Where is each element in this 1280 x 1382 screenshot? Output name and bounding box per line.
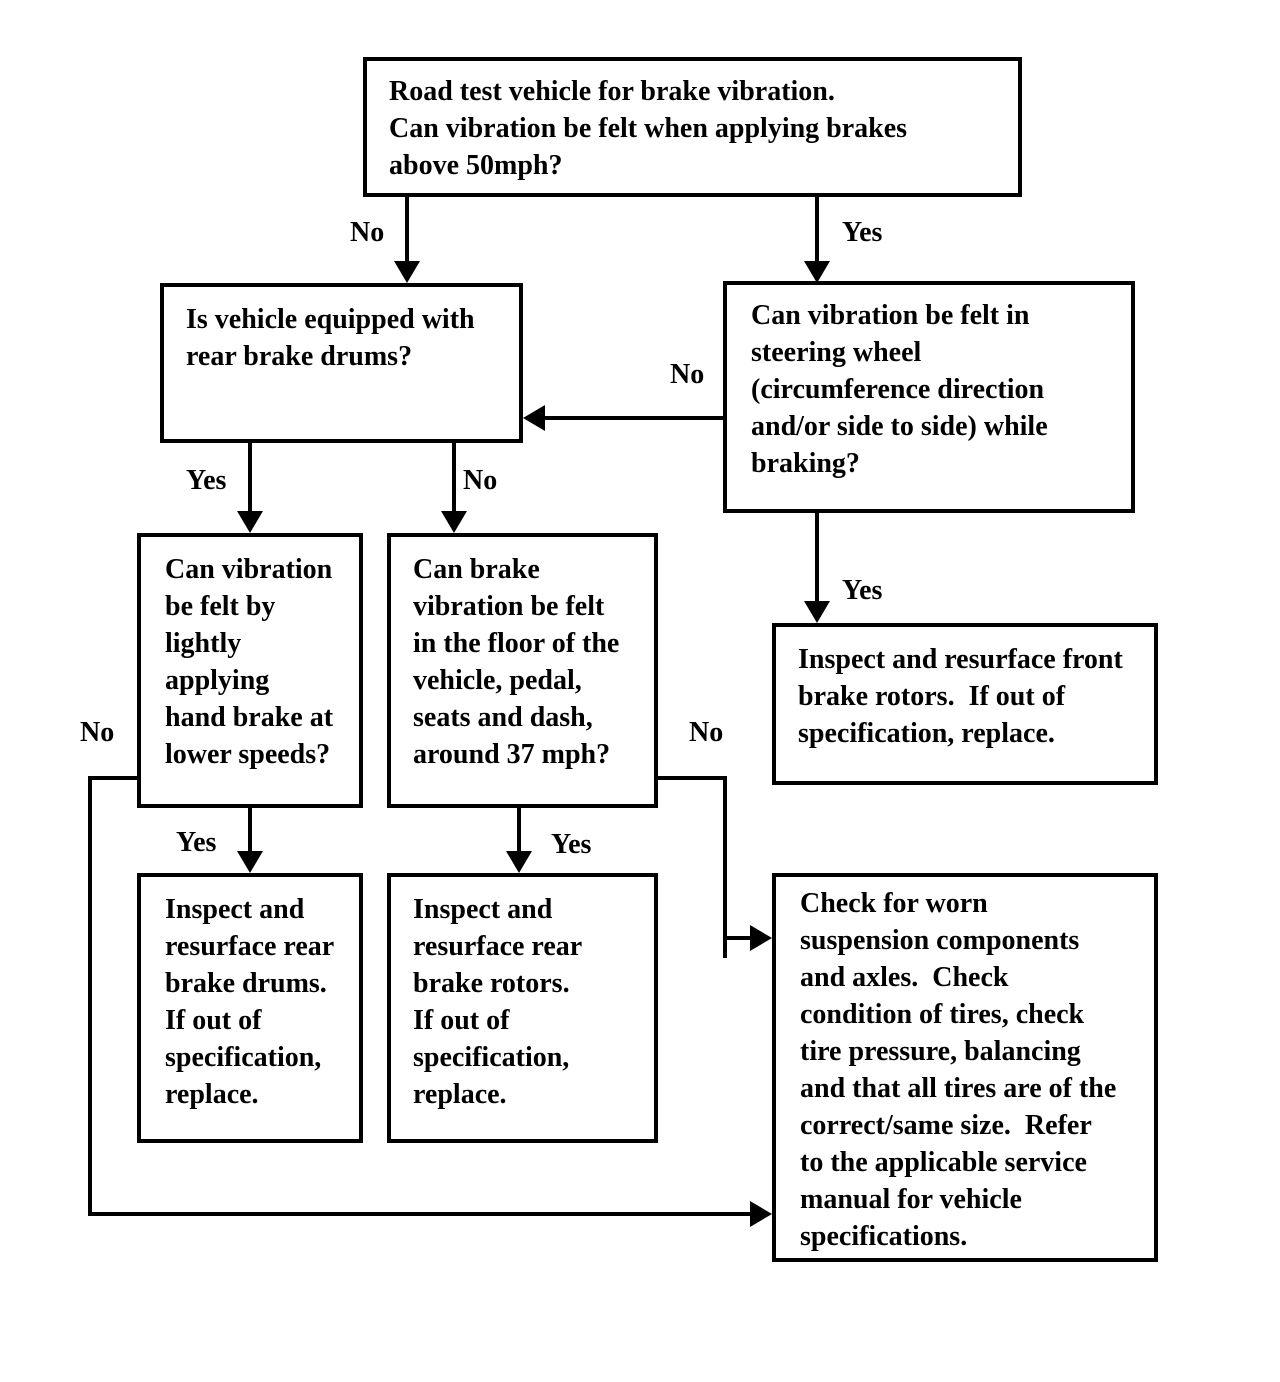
edge-floor-yes-arrowhead (506, 851, 532, 873)
node-steering-wheel-question: Can vibration be felt in steering wheel … (723, 281, 1135, 513)
edge-road-no-label: No (350, 217, 385, 248)
edge-drums-no-arrowhead (441, 511, 467, 533)
edge-handbrake-yes-line (248, 806, 252, 853)
node-suspension-check-action: Check for worn suspension components and… (772, 873, 1158, 1262)
edge-steering-yes-line (815, 511, 819, 603)
edge-drums-yes-line (248, 441, 252, 513)
node-rear-drums-question: Is vehicle equipped with rear brake drum… (160, 283, 523, 443)
edge-steering-no-arrowhead (523, 405, 545, 431)
edge-handbrake-no-arrowhead (750, 1201, 772, 1227)
edge-floor-yes-line (517, 806, 521, 853)
edge-road-no-arrowhead (394, 261, 420, 283)
node-floor-vibration-question: Can brake vibration be felt in the floor… (387, 533, 658, 808)
edge-road-yes-label: Yes (842, 217, 883, 248)
edge-handbrake-no-label: No (80, 717, 115, 748)
edge-road-yes-line (815, 195, 819, 263)
edge-floor-no-arrowhead (750, 925, 772, 951)
edge-floor-no-line-in (723, 936, 754, 940)
edge-floor-no-line-exit (656, 776, 727, 780)
edge-drums-yes-arrowhead (237, 511, 263, 533)
edge-floor-no-label: No (689, 717, 724, 748)
edge-handbrake-no-line-down (88, 776, 92, 1216)
edge-handbrake-yes-arrowhead (237, 851, 263, 873)
node-road-test: Road test vehicle for brake vibration. C… (363, 57, 1022, 197)
edge-floor-yes-label: Yes (551, 829, 592, 860)
edge-road-no-line (405, 195, 409, 263)
edge-steering-yes-label: Yes (842, 575, 883, 606)
node-rear-drums-action: Inspect and resurface rear brake drums. … (137, 873, 363, 1143)
edge-road-yes-arrowhead (804, 261, 830, 283)
node-front-rotors-action: Inspect and resurface front brake rotors… (772, 623, 1158, 785)
edge-handbrake-no-line-exit (88, 776, 139, 780)
edge-drums-no-label: No (463, 465, 498, 496)
edge-floor-no-line-down (723, 776, 727, 958)
edge-steering-no-line (540, 416, 725, 420)
edge-steering-no-label: No (670, 359, 705, 390)
node-hand-brake-question: Can vibration be felt by lightly applyin… (137, 533, 363, 808)
edge-steering-yes-arrowhead (804, 601, 830, 623)
edge-drums-no-line (452, 441, 456, 513)
edge-drums-yes-label: Yes (186, 465, 227, 496)
node-rear-rotors-action: Inspect and resurface rear brake rotors.… (387, 873, 658, 1143)
edge-handbrake-yes-label: Yes (176, 827, 217, 858)
edge-handbrake-no-line-bottom (88, 1212, 752, 1216)
